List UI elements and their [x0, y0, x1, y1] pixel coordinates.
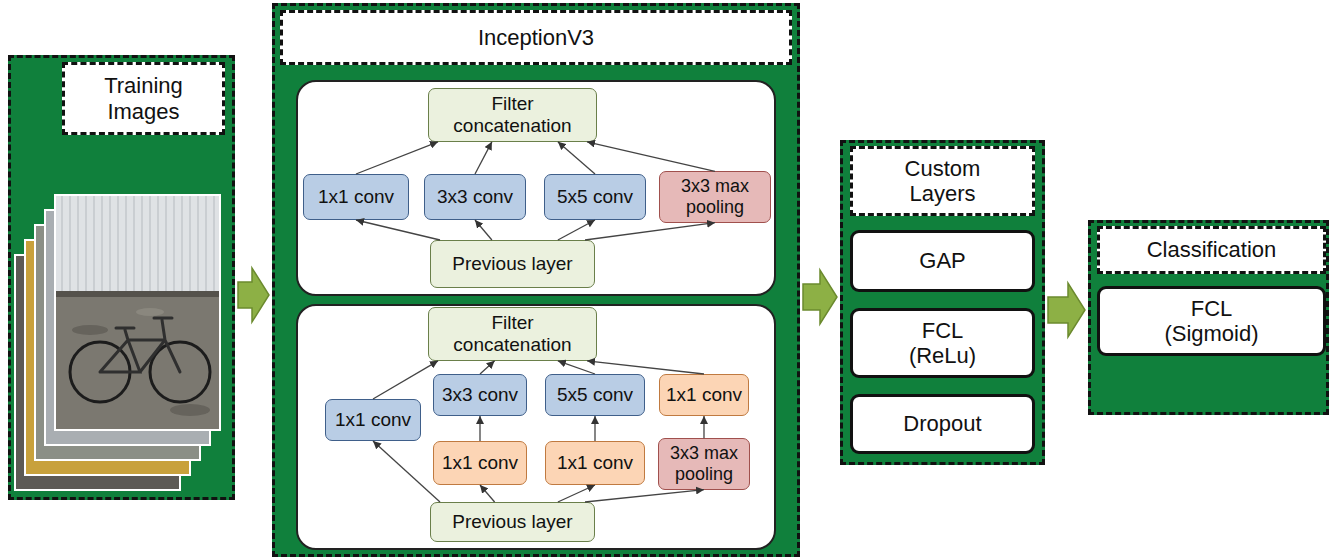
box-label: 5x5 conv	[557, 384, 633, 406]
flow-arrow	[558, 361, 595, 374]
puddle	[72, 325, 108, 335]
flow-arrow	[558, 142, 595, 174]
panel-header: Training Images	[62, 62, 225, 135]
flow-arrow	[585, 490, 704, 502]
flow-arrow	[587, 361, 704, 374]
wall-base	[56, 291, 219, 297]
flow-arrow	[587, 142, 715, 171]
box-label: 3x3 conv	[442, 384, 518, 406]
flow-arrow	[558, 220, 595, 240]
panel-header: InceptionV3	[280, 10, 792, 65]
pool-box: 3x3 max pooling	[659, 171, 771, 222]
box-label: 1x1 conv	[335, 409, 411, 431]
box-label: 1x1 conv	[318, 186, 394, 208]
stage-panel: Custom LayersGAP FCL (ReLu) Dropout	[840, 140, 1045, 465]
io-box: Previous layer	[430, 240, 595, 288]
conv-box: 3x3 conv	[433, 374, 527, 416]
box-label: Filter concatenation	[433, 93, 592, 137]
box-label: FCL (ReLu)	[909, 318, 976, 369]
panel-title: Classification	[1147, 237, 1277, 262]
flow-arrow	[373, 441, 440, 502]
box-label: Previous layer	[452, 253, 572, 275]
box-label: Previous layer	[452, 511, 572, 533]
puddle	[136, 308, 164, 316]
wall-ribs	[62, 196, 214, 291]
box-label: 3x3 max pooling	[663, 443, 745, 484]
layer-box: FCL (Sigmoid)	[1097, 286, 1326, 356]
panel-title: Custom Layers	[905, 156, 981, 207]
flow-arrow	[480, 485, 495, 502]
bike-frame	[100, 318, 180, 372]
box-label: Dropout	[903, 411, 981, 436]
bicycle	[70, 318, 210, 402]
layer-box: FCL (ReLu)	[850, 308, 1035, 378]
stage-panel: ClassificationFCL (Sigmoid)	[1088, 220, 1329, 415]
photo-wall	[56, 196, 219, 291]
flow-arrow	[585, 223, 715, 240]
box-label: GAP	[919, 248, 965, 273]
io-box: Filter concatenation	[428, 307, 597, 361]
panel-title: Training Images	[104, 73, 183, 124]
flow-arrow	[373, 361, 438, 399]
box-label: 3x3 conv	[437, 186, 513, 208]
photo-front	[55, 195, 220, 430]
flow-arrow	[479, 416, 480, 441]
conv-box: 3x3 conv	[424, 174, 526, 220]
box-label: FCL (Sigmoid)	[1164, 296, 1258, 347]
box-label: 1x1 conv	[442, 452, 518, 474]
box-label: 3x3 max pooling	[664, 176, 766, 217]
conv-box: 5x5 conv	[545, 374, 645, 416]
puddle	[170, 404, 210, 416]
flow-arrow	[356, 142, 438, 174]
block-arrow	[1048, 283, 1085, 337]
reduce-conv-box: 1x1 conv	[433, 441, 527, 485]
panel-header: Custom Layers	[850, 146, 1035, 216]
conv-box: 1x1 conv	[303, 174, 409, 220]
block-arrow	[803, 270, 837, 324]
block-arrow	[238, 268, 269, 322]
flow-arrow	[475, 220, 492, 240]
reduce-conv-box: 1x1 conv	[545, 441, 645, 485]
flow-arrow	[558, 485, 595, 502]
box-label: 1x1 conv	[666, 384, 742, 406]
conv-box: 1x1 conv	[325, 399, 421, 441]
layer-box: GAP	[850, 230, 1035, 292]
reduce-conv-box: 1x1 conv	[659, 374, 749, 416]
flow-arrow	[356, 220, 440, 240]
photo-stack	[15, 195, 220, 490]
panel-title: InceptionV3	[478, 25, 594, 50]
panel-header: Classification	[1097, 226, 1326, 274]
flow-arrow	[703, 416, 704, 438]
io-box: Filter concatenation	[428, 88, 597, 142]
flow-arrow	[475, 142, 492, 174]
io-box: Previous layer	[430, 502, 595, 542]
box-label: 1x1 conv	[557, 452, 633, 474]
flow-arrow	[480, 361, 495, 374]
box-label: Filter concatenation	[433, 312, 592, 356]
conv-box: 5x5 conv	[544, 174, 646, 220]
pool-box: 3x3 max pooling	[658, 438, 750, 489]
layer-box: Dropout	[850, 394, 1035, 454]
stage-panel: InceptionV3Filter concatenation 1x1 conv 3…	[272, 3, 800, 557]
flow-arrow	[594, 416, 595, 441]
box-label: 5x5 conv	[557, 186, 633, 208]
